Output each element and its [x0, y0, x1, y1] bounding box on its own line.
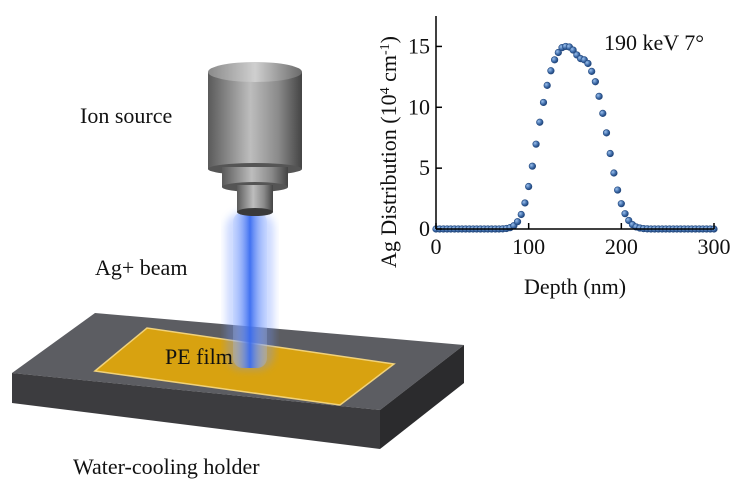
data-point: [591, 78, 599, 86]
y-tick-label: 10: [408, 94, 430, 119]
y-axis-label: Ag Distribution (104 cm-1): [376, 36, 401, 268]
ag-beam: [226, 212, 274, 370]
ion-source: [208, 62, 302, 216]
data-point: [614, 186, 622, 194]
data-point: [525, 182, 533, 191]
holder-side-face: [380, 345, 464, 449]
y-label-mid: cm: [376, 55, 401, 87]
data-point: [554, 48, 562, 57]
data-point: [621, 210, 629, 218]
x-tick-label: 200: [605, 234, 638, 259]
film-label: PE film: [165, 344, 233, 369]
y-tick-label: 5: [419, 155, 430, 180]
data-point: [617, 200, 625, 208]
data-point: [528, 162, 536, 170]
holder-front-face: [12, 373, 380, 449]
axis-ticks: 0 100 200 300 0 5 10 15: [408, 33, 731, 259]
y-label-prefix: Ag Distribution (10: [376, 94, 401, 268]
data-point: [602, 129, 611, 137]
data-point: [543, 81, 551, 89]
data-point: [584, 59, 592, 68]
x-tick-label: 100: [512, 234, 545, 259]
data-point: [517, 210, 525, 219]
data-point: [551, 56, 559, 64]
holder-label: Water-cooling holder: [73, 454, 260, 479]
data-point: [539, 98, 548, 107]
chart-annotation: 190 keV 7°: [604, 30, 704, 55]
data-point: [588, 67, 596, 75]
x-axis-label: Depth (nm): [524, 274, 626, 299]
y-tick-label: 15: [408, 33, 430, 58]
x-tick-label: 0: [431, 234, 442, 259]
y-label-exp1: 4: [378, 87, 393, 94]
data-point: [547, 67, 555, 75]
y-tick-label: 0: [419, 216, 430, 241]
data-point: [536, 118, 544, 126]
data-point: [610, 169, 618, 177]
data-point: [513, 218, 522, 226]
data-point: [606, 149, 614, 158]
data-point: [521, 199, 529, 207]
data-point: [569, 46, 577, 54]
data-point: [599, 109, 607, 117]
depth-profile-chart: 0 100 200 300 0 5 10 15 190 keV 7° Depth (nm) A…: [376, 16, 731, 299]
series-markers: [432, 42, 718, 233]
data-point: [595, 92, 603, 100]
beam-label: Ag+ beam: [95, 255, 187, 280]
data-point: [532, 140, 540, 148]
ion-source-label: Ion source: [80, 103, 172, 128]
y-label-suffix: ): [376, 36, 401, 43]
x-tick-label: 300: [698, 234, 731, 259]
y-label-exp2: -1: [378, 43, 393, 55]
